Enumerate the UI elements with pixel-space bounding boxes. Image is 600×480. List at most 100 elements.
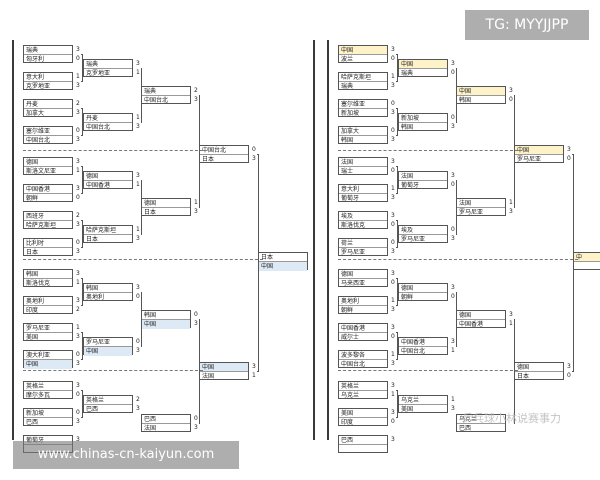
team-name: 中国香港 [339, 324, 387, 333]
team-score: 3 [76, 109, 80, 116]
section-divider-dashed [338, 370, 518, 371]
team-score: 0 [136, 293, 140, 300]
team-name: 丹麦 [24, 100, 72, 109]
team-score: 3 [194, 320, 198, 327]
bracket-connector-line [82, 68, 83, 69]
team-name: 瑞典 [401, 70, 414, 77]
match-box-right-r2-m3: 法国葡萄牙 [398, 171, 448, 189]
team-score: 0 [451, 293, 455, 300]
team-name: 比利时 [24, 239, 72, 248]
center-divider [313, 40, 315, 440]
team-name: 中国台北 [200, 146, 248, 155]
team-score: 0 [76, 239, 80, 246]
team-score: 3 [391, 409, 395, 416]
team-name: 德国 [24, 158, 72, 167]
team-name: 加拿大 [26, 110, 45, 117]
team-score: 0 [391, 55, 395, 62]
team-name: 德国 [399, 284, 447, 293]
team-score: 0 [136, 338, 140, 345]
bracket-connector-line [141, 292, 142, 347]
bracket-connector-line [199, 95, 200, 208]
team-score: 1 [136, 181, 140, 188]
team-name: 日本 [26, 249, 39, 256]
team-score: 0 [451, 69, 455, 76]
team-name: 日本 [202, 156, 215, 163]
bracket-connector-line [257, 261, 258, 262]
team-name: 丹麦 [84, 114, 132, 123]
team-score: 3 [391, 158, 395, 165]
match-box-right-r2-m5: 德国朝鲜 [398, 283, 448, 301]
bracket-connector-line [81, 193, 82, 194]
team-score: 1 [451, 396, 455, 403]
team-score: 3 [391, 436, 395, 443]
bracket-connector-line [396, 359, 397, 360]
match-box-left-r1-m9: 韩国斯洛伐克 [23, 269, 73, 287]
team-score: 0 [194, 415, 198, 422]
team-name: 巴西 [339, 436, 387, 445]
bracket-connector-line [572, 261, 573, 262]
team-score: 1 [391, 297, 395, 304]
team-name: 朝鲜 [401, 294, 414, 301]
bracket-connector-line [397, 404, 398, 405]
match-box-left-r1-m5: 德国斯洛文尼亚 [23, 157, 73, 175]
bracket-connector-line [397, 346, 398, 347]
bracket-connector-line [396, 390, 397, 391]
match-box-right-r2-m1: 中国瑞典 [398, 59, 448, 77]
match-box-right-r1-m8: 荷兰罗马尼亚 [338, 238, 388, 256]
team-score: 3 [252, 155, 256, 162]
team-score: 1 [509, 199, 513, 206]
team-name: 中国台北 [144, 97, 169, 104]
team-score: 3 [567, 363, 571, 370]
team-name: 韩国 [401, 124, 414, 131]
team-score: 3 [391, 324, 395, 331]
match-box-right-r1-m2: 哈萨克斯坦瑞典 [338, 72, 388, 90]
match-box-left-r1-m13: 英格兰摩尔多瓦 [23, 381, 73, 399]
bracket-connector-line [82, 292, 83, 293]
team-name: 新加坡 [341, 110, 360, 117]
bracket-connector-line [572, 154, 574, 372]
bracket-connector-line [257, 371, 258, 372]
bracket-connector-line [456, 68, 457, 123]
team-score: 3 [76, 158, 80, 165]
team-name: 韩国 [459, 97, 472, 104]
team-score: 3 [76, 270, 80, 277]
team-name: 波多黎各 [339, 351, 387, 360]
team-name: 中国 [200, 363, 248, 372]
bracket-connector-line [456, 292, 457, 347]
bracket-connector-line [81, 54, 82, 55]
match-box-left-r4-m1: 中国台北日本 [199, 145, 249, 163]
team-name: 西班牙 [24, 212, 72, 221]
team-name: 中国台北 [341, 361, 366, 368]
team-name: 印度 [26, 307, 39, 314]
team-name: 巴西 [86, 406, 99, 413]
team-score: 0 [391, 100, 395, 107]
team-score: 3 [136, 284, 140, 291]
bracket-connector-line [82, 346, 83, 347]
team-name: 瑞典 [84, 60, 132, 69]
team-score: 3 [391, 306, 395, 313]
team-score: 0 [451, 181, 455, 188]
team-score: 3 [76, 382, 80, 389]
team-score: 2 [194, 87, 198, 94]
team-score: 3 [509, 311, 513, 318]
team-score: 2 [76, 100, 80, 107]
bracket-connector-line [81, 220, 82, 221]
team-name: 中国 [457, 87, 505, 96]
team-score: 0 [391, 333, 395, 340]
team-name: 波兰 [341, 56, 354, 63]
match-box-right-r3-m3: 德国中国香港 [456, 310, 506, 328]
team-name: 罗马尼亚 [517, 156, 542, 163]
bracket-connector-line [396, 135, 397, 136]
bracket-connector-line [396, 108, 397, 109]
bracket-connector-line [397, 292, 398, 293]
team-name: 英格兰 [24, 382, 72, 391]
team-name: 中国香港 [86, 182, 111, 189]
team-score: 1 [194, 199, 198, 206]
team-score: 0 [451, 226, 455, 233]
team-name: 瑞典 [24, 46, 72, 55]
team-name: 埃及 [339, 212, 387, 221]
match-box-right-r1-m5: 法国瑞士 [338, 157, 388, 175]
bracket-connector-line [81, 166, 82, 167]
section-divider-dashed [23, 370, 203, 371]
